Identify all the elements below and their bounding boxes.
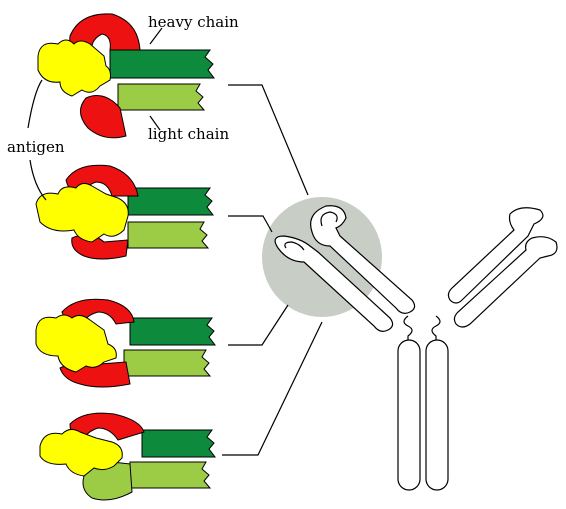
antigen-antibody-complex-2 xyxy=(36,165,213,259)
stem-right-chain xyxy=(426,340,448,490)
light-chain-segment xyxy=(118,84,204,110)
leader-line-4 xyxy=(222,322,322,455)
light-chain-variable xyxy=(72,235,128,259)
stem-left-chain xyxy=(398,340,420,490)
antigen-antibody-complex-4 xyxy=(40,413,215,500)
antigen-shape xyxy=(38,40,111,96)
heavy-chain-segment xyxy=(130,318,215,345)
antigen-antibody-complex-1 xyxy=(38,14,214,138)
light-chain-label: light chain xyxy=(148,125,229,143)
leader-line-3 xyxy=(228,305,288,345)
heavy-chain-label: heavy chain xyxy=(148,13,239,31)
light-chain-segment xyxy=(124,350,210,376)
leader-line-2 xyxy=(228,216,272,232)
heavy-chain-segment xyxy=(128,188,213,215)
heavy-chain-segment xyxy=(142,430,215,457)
light-chain-segment xyxy=(128,222,208,248)
antigen-pointer-1 xyxy=(28,80,42,128)
hinge-right xyxy=(432,316,440,342)
antigen-label: antigen xyxy=(7,138,65,156)
hinge-left xyxy=(404,316,412,342)
heavy-chain-segment xyxy=(110,50,214,78)
light-chain-segment xyxy=(130,462,210,488)
antigen-antibody-complex-3 xyxy=(36,299,215,387)
leader-line-1 xyxy=(228,85,308,195)
